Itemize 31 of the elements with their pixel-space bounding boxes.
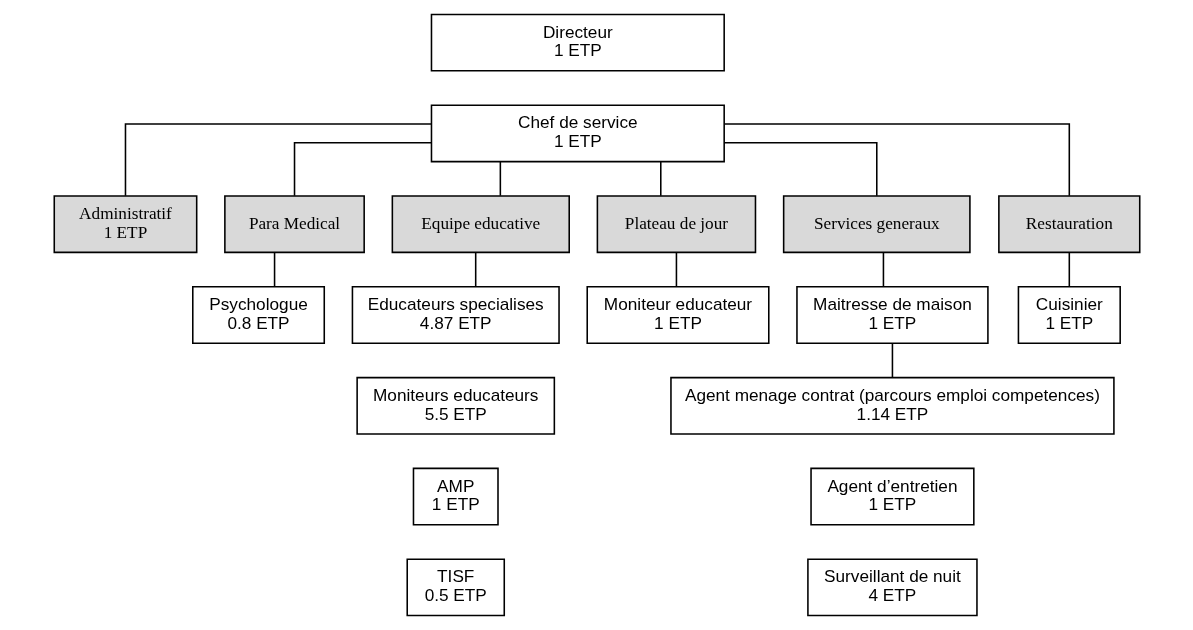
connector [293, 142, 432, 197]
node-box: Chef de service 1 ETP [430, 104, 725, 163]
node-box: Moniteurs educateurs 5.5 ETP [355, 376, 555, 435]
node-box: Plateau de jour [596, 195, 756, 254]
node-box: Psychologue 0.8 ETP [191, 286, 325, 344]
connector [499, 160, 501, 197]
node-box: Services generaux [782, 195, 971, 254]
connector [273, 251, 275, 288]
connector [474, 251, 476, 288]
node-box: Moniteur educateur 1 ETP [585, 286, 770, 344]
node-box: Administratif 1 ETP [52, 195, 197, 254]
node-box: TISF 0.5 ETP [405, 558, 505, 617]
connector [722, 142, 878, 197]
node-box: Agent d’entretien 1 ETP [809, 467, 975, 526]
node-box: Cuisinier 1 ETP [1017, 286, 1121, 344]
node-box: Restauration [997, 195, 1141, 254]
connector [124, 123, 432, 197]
node-box: Para Medical [223, 195, 365, 254]
connector [891, 342, 893, 379]
connector [1068, 251, 1070, 288]
connector [723, 123, 1070, 197]
node-box: Agent menage contrat (parcours emploi competences) 1.14 ETP [669, 376, 1115, 435]
node-box: Equipe educative [391, 195, 570, 254]
connector [675, 251, 677, 288]
node-box: Maitresse de maison 1 ETP [795, 286, 989, 344]
node-box: Educateurs specialises 4.87 ETP [351, 286, 560, 344]
node-box: AMP 1 ETP [412, 467, 499, 526]
node-box: Directeur 1 ETP [430, 13, 725, 72]
connector [882, 251, 884, 288]
node-box: Surveillant de nuit 4 ETP [806, 558, 978, 617]
connector [659, 160, 662, 197]
